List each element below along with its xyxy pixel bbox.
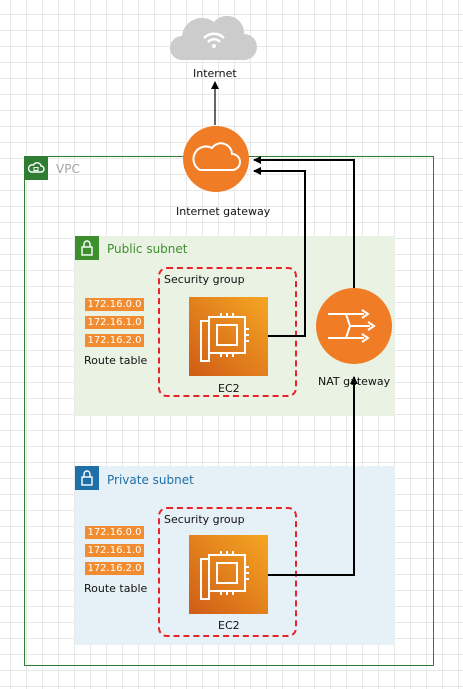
public-ec2-icon[interactable] [189, 297, 268, 376]
public-route-entry: 172.16.0.0 [85, 298, 144, 311]
connector-public-ec2-igw [253, 167, 306, 337]
private-subnet-label: Private subnet [107, 473, 194, 487]
vpc-icon [24, 156, 48, 180]
private-security-group-label: Security group [164, 513, 245, 526]
nat-gateway-icon[interactable] [316, 288, 392, 364]
public-route-entry: 172.16.2.0 [85, 334, 144, 347]
public-route-entry: 172.16.1.0 [85, 316, 144, 329]
public-route-table-label: Route table [84, 354, 148, 367]
private-route-entry: 172.16.1.0 [85, 544, 144, 557]
private-ec2-icon[interactable] [189, 535, 268, 614]
internet-label: Internet [193, 67, 237, 80]
internet-gateway-icon[interactable] [183, 126, 249, 192]
public-security-group-label: Security group [164, 273, 245, 286]
private-route-entry: 172.16.0.0 [85, 526, 144, 539]
private-ec2-label: EC2 [218, 619, 240, 632]
private-route-table-label: Route table [84, 582, 148, 595]
private-security-group [158, 507, 297, 637]
public-subnet-label: Public subnet [107, 242, 188, 256]
internet-gateway-label: Internet gateway [176, 205, 271, 218]
public-ec2-label: EC2 [218, 382, 240, 395]
connector-private-ec2-nat [268, 376, 358, 576]
vpc-label: VPC [56, 162, 80, 176]
nat-gateway-label: NAT gateway [318, 375, 391, 388]
private-route-entry: 172.16.2.0 [85, 562, 144, 575]
internet-cloud-icon [170, 15, 257, 60]
private-subnet-lock-icon [75, 466, 99, 490]
connector-nat-igw [253, 156, 355, 288]
public-security-group [158, 267, 297, 397]
public-subnet-lock-icon [75, 236, 99, 260]
